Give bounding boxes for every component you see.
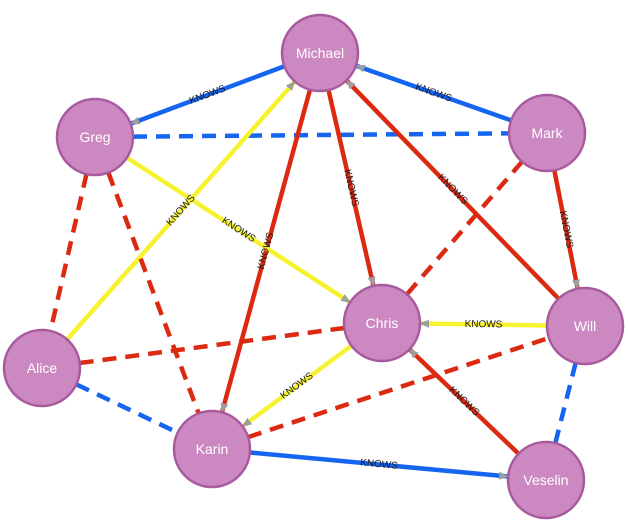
- edge-alice-michael: [65, 80, 297, 341]
- node-mark[interactable]: Mark: [507, 93, 587, 173]
- node-circle-greg[interactable]: [55, 97, 135, 177]
- edge-greg-karin: [106, 171, 201, 415]
- edge-label-chris-karin: KNOWS: [279, 370, 316, 402]
- edge-michael-chris: [326, 89, 376, 287]
- node-label-greg: Greg: [79, 129, 110, 145]
- node-alice[interactable]: Alice: [2, 328, 82, 408]
- edge-michael-karin: [219, 89, 313, 414]
- edge-greg-alice: [48, 173, 89, 332]
- edge-label-michael-greg: KNOWS: [188, 83, 228, 107]
- edge-label-mark-michael: KNOWS: [414, 82, 454, 105]
- node-circle-alice[interactable]: [2, 328, 82, 408]
- node-label-chris: Chris: [366, 315, 399, 331]
- node-label-veselin: Veselin: [523, 472, 568, 488]
- node-karin[interactable]: Karin: [172, 409, 252, 489]
- node-will[interactable]: Will: [545, 286, 625, 366]
- node-label-karin: Karin: [196, 441, 229, 457]
- edge-chris-karin: [241, 343, 353, 429]
- node-greg[interactable]: Greg: [55, 97, 135, 177]
- edges-layer: [48, 63, 580, 480]
- node-chris[interactable]: Chris: [342, 283, 422, 363]
- node-michael[interactable]: Michael: [280, 13, 360, 93]
- node-label-will: Will: [574, 318, 597, 334]
- edge-karin-will: [247, 335, 550, 440]
- node-label-mark: Mark: [531, 125, 563, 141]
- edge-label-will-michael: KNOWS: [435, 172, 469, 207]
- edge-label-karin-veselin: KNOWS: [360, 457, 399, 471]
- edge-alice-karin: [75, 382, 179, 435]
- edge-veselin-chris: [407, 347, 521, 456]
- edge-label-will-chris: KNOWS: [465, 319, 503, 331]
- edge-label-greg-chris: KNOWS: [220, 215, 258, 245]
- edge-will-chris: [418, 319, 548, 328]
- edge-will-veselin: [553, 362, 578, 444]
- edge-alice-chris: [79, 325, 345, 366]
- edge-greg-chris: [125, 155, 352, 305]
- edge-greg-mark: [132, 131, 510, 139]
- edge-will-michael: [344, 78, 561, 301]
- node-label-alice: Alice: [27, 360, 58, 376]
- node-circle-karin[interactable]: [172, 409, 252, 489]
- node-veselin[interactable]: Veselin: [506, 440, 586, 520]
- edge-label-alice-michael: KNOWS: [164, 193, 197, 229]
- edge-label-veselin-chris: KNOWS: [446, 385, 481, 419]
- node-circle-chris[interactable]: [342, 283, 422, 363]
- edge-mark-chris: [405, 160, 524, 296]
- node-circle-will[interactable]: [545, 286, 625, 366]
- node-circle-mark[interactable]: [507, 93, 587, 173]
- edge-mark-michael: [354, 63, 512, 123]
- node-circle-michael[interactable]: [280, 13, 360, 93]
- edge-label-mark-will: KNOWS: [557, 210, 575, 250]
- node-label-michael: Michael: [296, 45, 344, 61]
- edge-mark-will: [552, 169, 580, 290]
- edge-michael-greg: [129, 64, 286, 126]
- edge-label-michael-chris: KNOWS: [341, 168, 360, 208]
- node-circle-veselin[interactable]: [506, 440, 586, 520]
- edge-karin-veselin: [249, 450, 510, 480]
